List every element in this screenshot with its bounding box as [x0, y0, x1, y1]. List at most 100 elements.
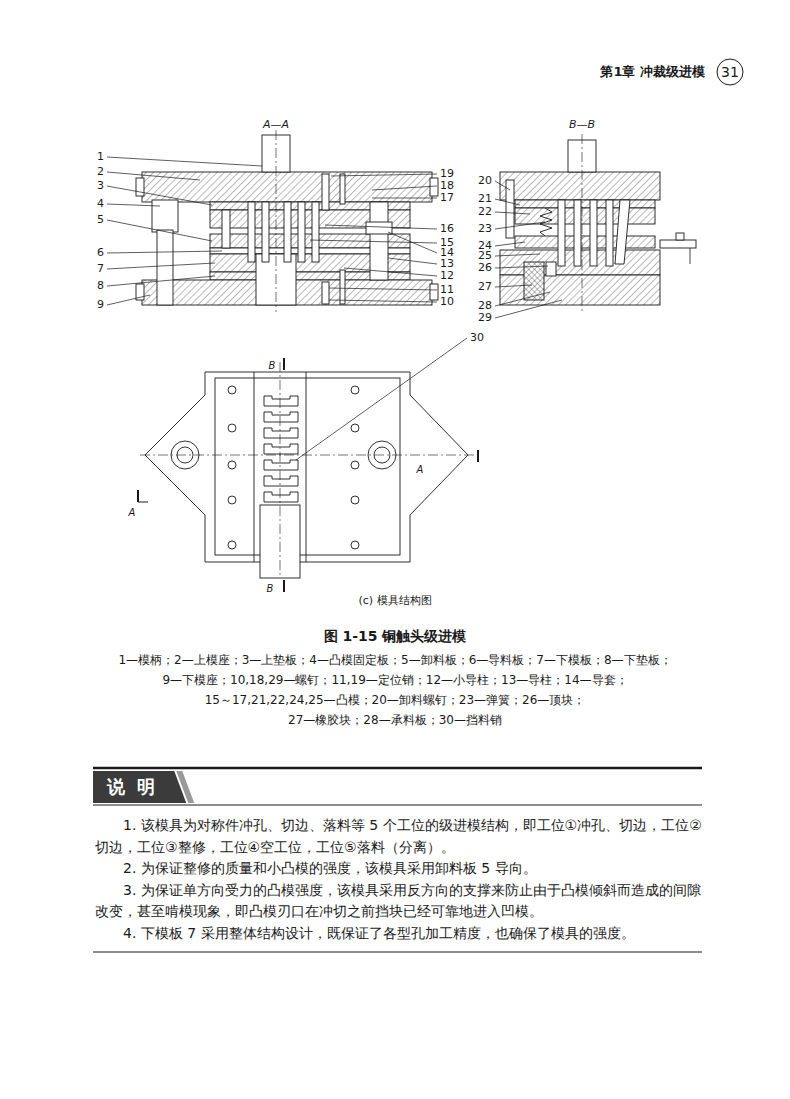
seat-step	[430, 284, 438, 300]
leader-line	[495, 254, 540, 256]
page-number: 31	[721, 64, 739, 81]
circle-outline	[717, 59, 743, 85]
figure-caption: (c) 模具结构图	[358, 594, 431, 607]
parts-list: 9—下模座；10,18,29—螺钉；11,19—定位销；12—小导柱；13—导柱…	[162, 673, 627, 687]
callout-number: 7	[97, 262, 104, 275]
leader-line	[495, 266, 548, 268]
figure-title: 图 1-15 铜触头级进模	[324, 628, 467, 645]
dowel-pin	[340, 174, 345, 204]
leader-line	[107, 251, 222, 253]
upper-die-seat	[142, 172, 432, 202]
punch	[558, 200, 565, 266]
strip-part	[264, 428, 298, 438]
leader-line	[495, 199, 520, 205]
screw-hole	[351, 461, 359, 469]
callout-number: 21	[478, 192, 492, 205]
ejector-block	[546, 262, 556, 276]
strip-part	[264, 396, 298, 406]
leader-line	[495, 300, 562, 318]
section-line	[280, 362, 281, 578]
section-mark	[283, 358, 285, 370]
leader-line	[107, 263, 215, 269]
callout-number: 26	[478, 261, 492, 274]
screw	[322, 282, 329, 304]
guide-rail-edge	[306, 372, 307, 562]
section-heading: 说 明	[107, 776, 158, 798]
leader-line	[329, 288, 437, 290]
stripper-plate	[515, 236, 655, 248]
parts-list: 27—橡胶块；28—承料板；30—挡料销	[288, 713, 502, 727]
callout-number: 20	[478, 174, 492, 187]
callout-number: 1	[97, 150, 104, 163]
screw-hole	[228, 541, 236, 549]
page-number-circle: 31	[716, 58, 744, 86]
callout-number: 16	[440, 222, 454, 235]
rule	[93, 805, 702, 806]
section-marker: B	[267, 583, 274, 595]
leader-line	[331, 174, 437, 176]
callout-number: 27	[478, 280, 492, 293]
section-label: B—B	[569, 118, 595, 131]
callout-number: 19	[440, 167, 454, 180]
upper-die-seat	[500, 172, 660, 200]
guide-rail-edge	[254, 372, 255, 562]
callout-number: 4	[97, 197, 104, 210]
leader-line	[296, 338, 467, 460]
dowel-pin	[340, 270, 345, 304]
leader-line	[495, 212, 530, 214]
parts-list: 15～17,21,22,24,25—凸模；20—卸料螺钉；23—弹簧；26—顶块…	[205, 693, 586, 707]
seat-step	[136, 178, 144, 196]
screw	[322, 174, 329, 210]
leader-line	[344, 268, 437, 276]
callout-number: 13	[440, 257, 454, 270]
leader-line	[107, 220, 212, 241]
punch	[615, 200, 630, 264]
callout-number: 11	[440, 283, 454, 296]
leader-line	[372, 186, 437, 190]
leader-line	[107, 204, 160, 206]
small-guide-post	[222, 210, 230, 248]
center-line	[276, 130, 277, 312]
punch-fixing-plate	[515, 208, 655, 224]
leader-line	[107, 157, 262, 166]
guide-post	[157, 230, 173, 305]
punch	[606, 200, 613, 266]
callout-number: 25	[478, 249, 492, 262]
leader-line	[372, 198, 437, 199]
stop-pin	[690, 248, 691, 264]
callout-number: 10	[440, 295, 454, 308]
note-paragraph: 1. 该模具为对称件冲孔、切边、落料等 5 个工位的级进模结构，即工位①冲孔、切…	[95, 815, 702, 858]
screw	[676, 233, 684, 240]
leader-line	[325, 225, 437, 229]
callout-number: 17	[440, 191, 454, 204]
screw-hole	[228, 496, 236, 504]
leader-line	[107, 295, 150, 305]
leader-line	[495, 222, 545, 229]
screw-hole	[351, 541, 359, 549]
punch	[284, 202, 291, 262]
section-marker: B	[269, 360, 276, 372]
strip-part	[264, 444, 298, 454]
center-line	[582, 134, 583, 312]
callout-number: 22	[478, 205, 492, 218]
seat-step	[430, 178, 438, 196]
guide-sleeve	[152, 200, 178, 232]
callout-number: 5	[97, 213, 104, 226]
screw-hole	[228, 386, 236, 394]
upper-backing-plate	[515, 200, 655, 208]
section-label: A—A	[263, 118, 289, 131]
screw-hole	[351, 424, 359, 432]
callout-number: 9	[97, 298, 104, 311]
parts-list: 1—模柄；2—上模座；3—上垫板；4—凸模固定板；5—卸料板；6—导料板；7—下…	[118, 653, 671, 667]
section-marker: A	[129, 507, 136, 519]
callout-number: 3	[97, 179, 104, 192]
section-line	[140, 455, 476, 456]
callout-number: 23	[478, 222, 492, 235]
callout-number: 30	[470, 331, 484, 344]
stock-support-plate	[660, 240, 696, 248]
leader-line	[495, 242, 525, 246]
callout-number: 29	[478, 311, 492, 324]
leader-line	[495, 285, 532, 287]
callout-number: 6	[97, 246, 104, 259]
section-mark	[137, 490, 139, 502]
